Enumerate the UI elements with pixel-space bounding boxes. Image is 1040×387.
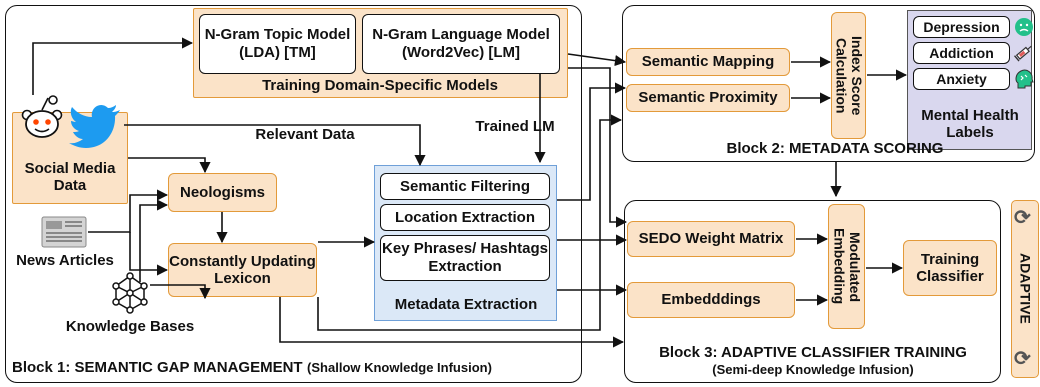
newspaper-icon — [41, 216, 87, 248]
block3-title: Block 3: ADAPTIVE CLASSIFIER TRAINING — [659, 344, 967, 361]
block1-title-main: Block 1: SEMANTIC GAP MANAGEMENT — [12, 359, 303, 376]
network-icon — [112, 272, 148, 314]
sad-face-icon — [1015, 18, 1033, 36]
block2-title: Block 2: METADATA SCORING — [726, 140, 944, 157]
social-media-label: Social Media Data — [24, 160, 116, 195]
lexicon-box: Constantly Updating Lexicon — [168, 243, 317, 297]
trained-lm-label: Trained LM — [475, 118, 555, 135]
news-articles-label: News Articles — [16, 252, 114, 269]
topic-model-box: N-Gram Topic Model (LDA) [TM] — [199, 14, 356, 74]
index-score-label: Index Score Calculation — [833, 35, 865, 116]
language-model-box: N-Gram Language Model (Word2Vec) [LM] — [362, 14, 560, 74]
block1-title: Block 1: SEMANTIC GAP MANAGEMENT (Shallo… — [12, 359, 578, 377]
syringe-icon — [1013, 45, 1032, 62]
key-phrases-box: Key Phrases/ Hashtags Extraction — [380, 235, 550, 281]
modulated-embedding-label: Modulated Embedding — [831, 228, 863, 305]
modulated-embedding-box — [828, 204, 865, 329]
knowledge-bases-label: Knowledge Bases — [65, 318, 195, 335]
reddit-icon — [21, 95, 63, 138]
relevant-data-label: Relevant Data — [255, 126, 355, 143]
metadata-extraction-title: Metadata Extraction — [394, 296, 538, 313]
label-anxiety: Anxiety — [913, 68, 1010, 90]
block3-subtitle: (Semi-deep Knowledge Infusion) — [712, 362, 914, 377]
label-depression: Depression — [913, 16, 1010, 38]
training-models-title: Training Domain-Specific Models — [262, 77, 498, 94]
neologisms-box: Neologisms — [168, 173, 277, 212]
label-addiction: Addiction — [913, 42, 1010, 64]
refresh-icon-top: ⟳ — [1014, 207, 1031, 229]
semantic-filtering-box: Semantic Filtering — [380, 173, 550, 200]
block1-title-sub: (Shallow Knowledge Infusion) — [307, 360, 492, 375]
refresh-icon-bottom: ⟳ — [1014, 348, 1031, 370]
twitter-icon — [69, 104, 120, 148]
mental-health-labels-title: Mental Health Labels — [921, 107, 1019, 142]
location-extraction-box: Location Extraction — [380, 204, 550, 231]
training-classifier-box: Training Classifier — [903, 240, 997, 296]
anxious-head-icon — [1015, 69, 1034, 89]
adaptive-panel — [1011, 200, 1039, 378]
adaptive-label: ADAPTIVE — [1017, 252, 1034, 324]
semantic-mapping-box: Semantic Mapping — [626, 48, 790, 76]
sedo-weight-matrix-box: SEDO Weight Matrix — [627, 221, 795, 257]
embeddings-box: Embedddings — [627, 282, 795, 318]
index-score-box — [831, 12, 866, 139]
semantic-proximity-box: Semantic Proximity — [626, 84, 790, 112]
